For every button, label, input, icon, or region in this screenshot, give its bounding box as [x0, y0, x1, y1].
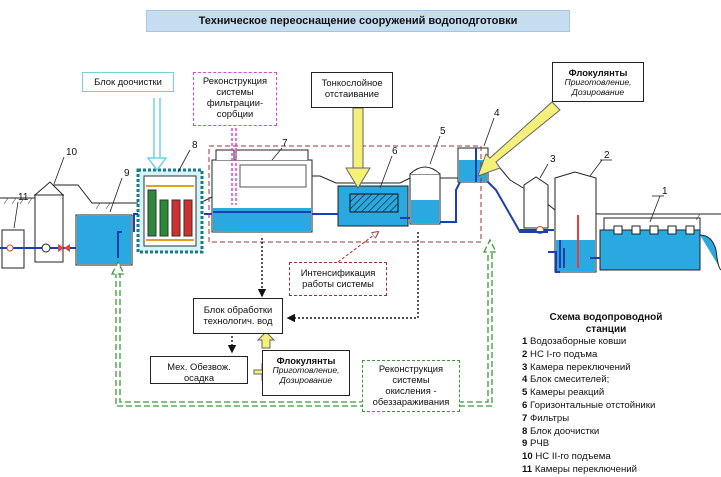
legend-item: 1 Водозаборные ковши [522, 336, 721, 349]
page-title: Техническое переоснащение сооружений вод… [146, 10, 570, 32]
filtration-recon-line-1: Реконструкция [202, 75, 268, 86]
pump-station-10 [34, 181, 64, 263]
legend-item: 6 Горизонтальные отстойники [522, 400, 721, 413]
ground-hatching [0, 197, 701, 221]
main-water-pipe [133, 181, 600, 273]
oxidation-recon-line-2: системы [392, 374, 430, 385]
label-8: 8 [192, 140, 198, 151]
thin-layer-line-1: Тонкослойное [321, 77, 383, 88]
legend-item: 9 РЧВ [522, 438, 721, 451]
filtration-recon-line-2: системы [216, 86, 254, 97]
legend-item-text: Камера переключений [530, 361, 631, 373]
legend-item-number: 4 [522, 374, 528, 386]
flocculants-top-name: Флокулянты [568, 67, 628, 78]
label-6: 6 [392, 146, 398, 157]
label-2: 2 [604, 150, 610, 161]
thin-layer-arrow [345, 107, 371, 189]
legend-item-text: Водозаборные ковши [530, 336, 627, 347]
process-water-line-2: технологич. вод [203, 315, 273, 326]
legend-item-number: 3 [522, 361, 528, 373]
legend-item-text: НС II-го подъема [535, 451, 611, 463]
legend-item-number: 10 [522, 451, 533, 463]
sludge-dewatering-box: Мех. Обезвож. осадка [150, 356, 248, 384]
flocculants-bottom-sub-1: Приготовление, [272, 365, 340, 375]
legend-item-text: Блок доочистки [530, 425, 600, 437]
thin-layer-line-2: отстаивание [324, 88, 380, 99]
sludge-dewatering-line-1: Мех. Обезвож. [167, 361, 231, 372]
filtration-recon-line-3: фильтрации- [206, 97, 264, 108]
legend-item-text: РЧВ [530, 438, 550, 450]
thin-layer-box: Тонкослойное отстаивание [311, 72, 393, 108]
legend-item: 2 НС I-го подъма [522, 349, 721, 362]
flocculants-bottom-box: Флокулянты Приготовление, Дозирование [262, 350, 350, 396]
label-10: 10 [66, 147, 78, 158]
oxidation-recon-line-3: окисления - [385, 385, 437, 396]
post-treatment-arrow [146, 98, 168, 172]
legend-item: 4 Блок смесителей; [522, 374, 721, 387]
legend-item-number: 1 [522, 336, 528, 347]
legend-item-number: 5 [522, 387, 528, 399]
process-water-flow [227, 232, 419, 354]
flocculants-top-box: Флокулянты Приготовление, Дозирование [552, 62, 644, 102]
intensification-line-1: Интенсификация [300, 267, 376, 278]
legend-item-number: 8 [522, 425, 528, 437]
label-3: 3 [550, 154, 556, 165]
label-9: 9 [124, 168, 130, 179]
legend-item-text: Горизонтальные отстойники [530, 399, 656, 411]
legend-item: 3 Камера переключений [522, 362, 721, 375]
process-water-line-1: Блок обработки [203, 304, 273, 315]
post-treatment-box-label: Блок доочистки [94, 76, 162, 87]
process-water-box: Блок обработки технологич. вод [193, 298, 283, 334]
label-1: 1 [662, 186, 668, 197]
filtration-recon-box: Реконструкция системы фильтрации- сорбци… [193, 72, 277, 126]
legend-item-number: 9 [522, 438, 528, 450]
legend-item-number: 7 [522, 412, 528, 424]
legend: Схема водопроводной станции 1 Водозаборн… [522, 312, 721, 477]
label-5: 5 [440, 126, 446, 137]
flocculants-bottom-arrow [256, 331, 276, 349]
legend-item: 7 Фильтры [522, 413, 721, 426]
legend-item-text: Блок смесителей; [530, 374, 610, 386]
intensification-box: Интенсификация работы системы [289, 262, 387, 296]
flocculants-bottom-sub-2: Дозирование [279, 374, 333, 385]
legend-item-text: НС I-го подъма [530, 348, 598, 360]
legend-item: 5 Камеры реакций [522, 387, 721, 400]
oxidation-disinfection-loop [110, 238, 498, 407]
intensification-line-2: работы системы [302, 278, 374, 289]
flocculants-top-sub-1: Приготовление, [564, 77, 632, 87]
oxidation-recon-box: Реконструкция системы окисления - обезза… [362, 360, 460, 412]
legend-item-number: 2 [522, 348, 528, 360]
water-intake-1 [599, 229, 701, 271]
intensification-arrow [337, 232, 378, 263]
filtration-recon-line-4: сорбции [216, 108, 254, 119]
oxidation-recon-line-1: Реконструкция [378, 363, 444, 374]
legend-item-number: 6 [522, 399, 528, 411]
flocculants-arrow [477, 101, 561, 177]
sludge-dewatering-line-2: осадка [183, 372, 215, 383]
legend-item: 11 Камеры переключений [522, 464, 721, 477]
oxidation-recon-line-4: обеззараживания [372, 396, 450, 407]
legend-item-text: Камеры переключений [534, 463, 638, 475]
flocculants-top-sub-2: Дозирование [571, 86, 625, 97]
legend-item-number: 11 [522, 463, 533, 475]
label-7: 7 [282, 138, 288, 149]
legend-item-text: Камеры реакций [530, 387, 605, 399]
label-11: 11 [18, 192, 29, 203]
label-4: 4 [494, 108, 500, 119]
intensification-zone [208, 145, 482, 243]
legend-item-text: Фильтры [530, 412, 570, 424]
legend-title-1: Схема водопроводной [549, 312, 663, 323]
legend-item: 10 НС II-го подъема [522, 451, 721, 464]
legend-title-2: станции [585, 324, 627, 335]
post-treatment-box: Блок доочистки [82, 72, 174, 92]
flocculants-bottom-name: Флокулянты [276, 355, 336, 366]
switch-chamber-3 [523, 176, 549, 229]
legend-item: 8 Блок доочистки [522, 426, 721, 439]
